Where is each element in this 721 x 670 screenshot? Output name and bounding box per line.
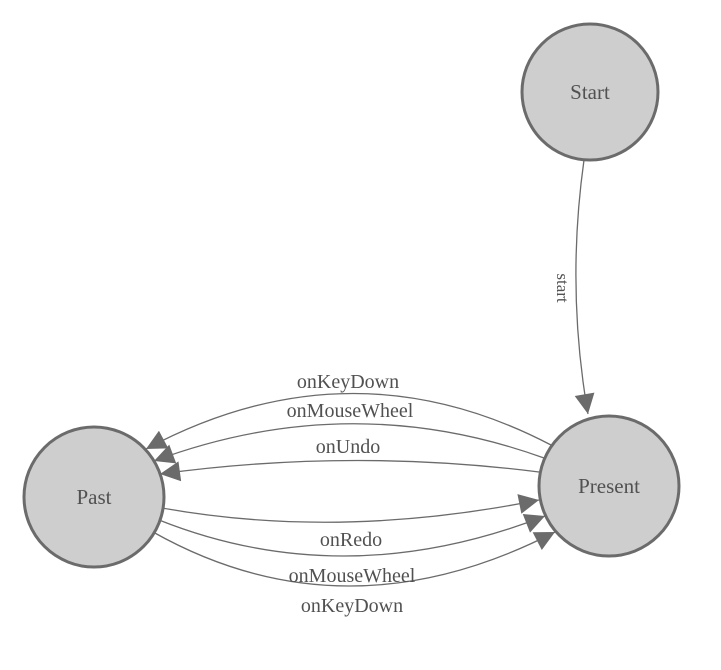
- edge-past-to-present-onredo[interactable]: [161, 494, 540, 523]
- edge-label-onkeydown-top: onKeyDown: [297, 371, 399, 393]
- state-node-start-circle[interactable]: [520, 22, 660, 162]
- state-node-present-circle[interactable]: [537, 414, 681, 558]
- state-node-past[interactable]: Past: [22, 425, 166, 569]
- edge-label-onredo: onRedo: [320, 529, 382, 551]
- state-node-present[interactable]: Present: [537, 414, 681, 558]
- nodes-layer: Start Past Present: [22, 22, 681, 569]
- edge-label-onmousewheel-top: onMouseWheel: [287, 400, 414, 422]
- edge-start-to-present[interactable]: [574, 159, 595, 415]
- state-node-start-label: Start: [570, 80, 610, 104]
- edge-label-onundo: onUndo: [316, 436, 380, 458]
- state-node-past-label: Past: [76, 485, 111, 509]
- edges-layer: [145, 159, 595, 587]
- state-node-start[interactable]: Start: [520, 22, 660, 162]
- edge-label-onmousewheel-bottom: onMouseWheel: [289, 565, 416, 587]
- edge-present-to-past-onmousewheel[interactable]: [153, 423, 545, 464]
- edge-past-to-present-onkeydown[interactable]: [152, 531, 556, 587]
- state-node-past-circle[interactable]: [22, 425, 166, 569]
- edge-present-to-past-onundo[interactable]: [159, 459, 540, 482]
- edge-present-to-past-onkeydown[interactable]: [145, 392, 552, 450]
- state-node-present-label: Present: [578, 474, 640, 498]
- edge-labels-layer: start onKeyDown onMouseWheel onUndo onRe…: [287, 273, 572, 617]
- edge-label-onkeydown-bottom: onKeyDown: [301, 595, 403, 617]
- edge-label-start: start: [553, 273, 572, 303]
- edge-past-to-present-onmousewheel[interactable]: [158, 513, 546, 557]
